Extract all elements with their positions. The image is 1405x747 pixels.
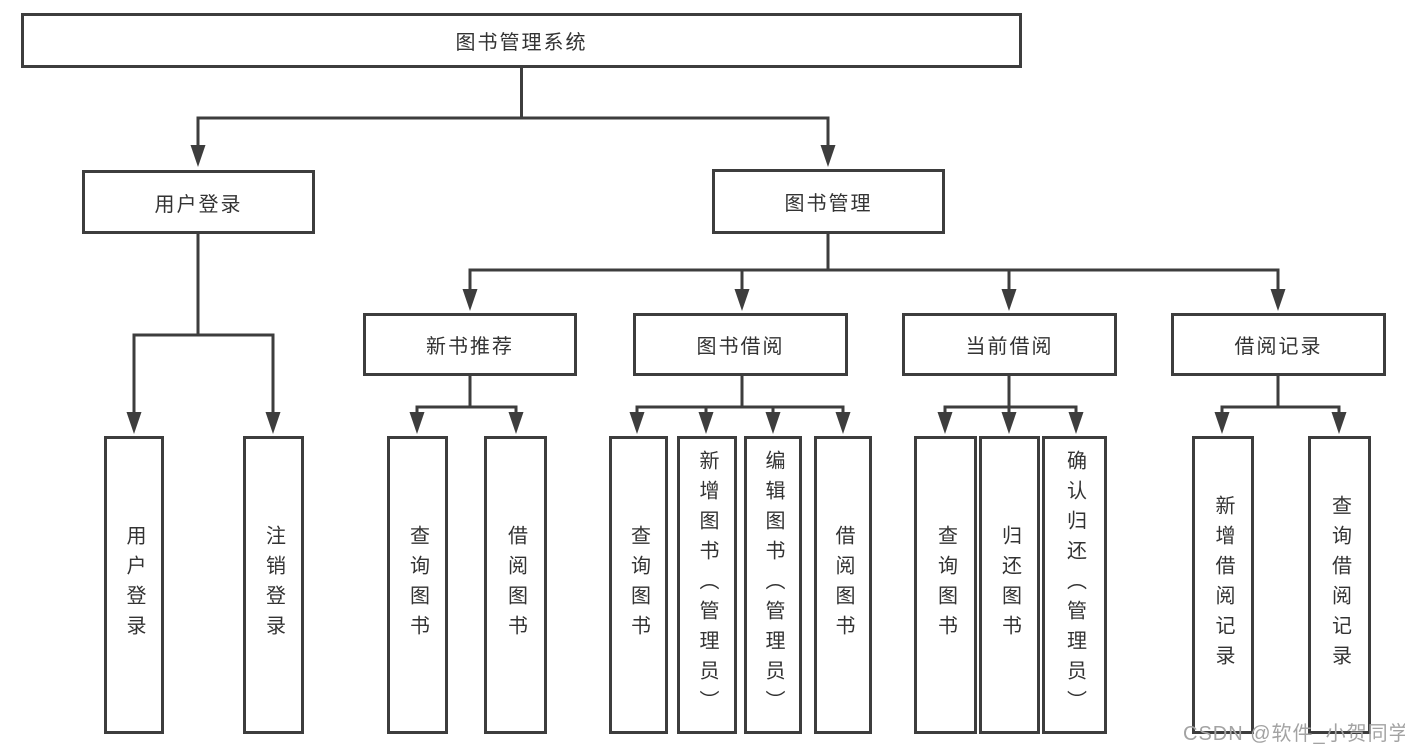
leaf-logout-label: 注销登录 bbox=[262, 525, 285, 645]
connector-new-books-to-leaves bbox=[409, 376, 524, 434]
leaf-add-books-admin-label: 新增图书（管理员） bbox=[696, 450, 718, 720]
connector-borrow-records-to-leaves bbox=[1214, 376, 1347, 434]
csdn-watermark: CSDN @软件_小贺同学 bbox=[1183, 723, 1405, 745]
leaf-query-books-2-label: 查询图书 bbox=[627, 525, 650, 645]
leaf-logout: 注销登录 bbox=[243, 436, 304, 734]
leaf-user-login-label: 用户登录 bbox=[123, 525, 145, 645]
leaf-edit-books-admin-label: 编辑图书（管理员） bbox=[762, 450, 784, 720]
node-new-book-recommend: 新书推荐 bbox=[363, 313, 577, 376]
connector-user-login-to-leaves bbox=[126, 234, 281, 434]
leaf-add-books-admin: 新增图书（管理员） bbox=[677, 436, 737, 734]
leaf-confirm-return-admin-label: 确认归还（管理员） bbox=[1063, 450, 1086, 720]
leaf-query-books-3-label: 查询图书 bbox=[934, 525, 957, 645]
leaf-edit-books-admin: 编辑图书（管理员） bbox=[744, 436, 802, 734]
leaf-return-books-label: 归还图书 bbox=[998, 525, 1021, 645]
connector-book-borrow-to-leaves bbox=[629, 376, 851, 434]
node-root-system: 图书管理系统 bbox=[21, 13, 1022, 68]
leaf-add-borrow-record: 新增借阅记录 bbox=[1192, 436, 1254, 734]
node-borrowing-records: 借阅记录 bbox=[1171, 313, 1386, 376]
leaf-add-borrow-record-label: 新增借阅记录 bbox=[1212, 495, 1234, 675]
node-book-borrowing: 图书借阅 bbox=[633, 313, 848, 376]
leaf-borrow-books-1: 借阅图书 bbox=[484, 436, 547, 734]
node-book-management-branch: 图书管理 bbox=[712, 169, 945, 234]
leaf-query-borrow-record: 查询借阅记录 bbox=[1308, 436, 1371, 734]
leaf-borrow-books-1-label: 借阅图书 bbox=[504, 525, 527, 645]
node-user-login-branch: 用户登录 bbox=[82, 170, 315, 234]
leaf-query-books-2: 查询图书 bbox=[609, 436, 668, 734]
connector-current-borrow-to-leaves bbox=[937, 376, 1084, 434]
leaf-query-books-3: 查询图书 bbox=[914, 436, 977, 734]
leaf-borrow-books-2: 借阅图书 bbox=[814, 436, 872, 734]
leaf-user-login: 用户登录 bbox=[104, 436, 164, 734]
leaf-borrow-books-2-label: 借阅图书 bbox=[832, 525, 854, 645]
connector-book-mgmt-to-level3 bbox=[462, 234, 1286, 311]
leaf-query-borrow-record-label: 查询借阅记录 bbox=[1328, 495, 1351, 675]
connector-root-to-level2 bbox=[190, 68, 836, 167]
node-current-borrowing: 当前借阅 bbox=[902, 313, 1117, 376]
leaf-query-books-1: 查询图书 bbox=[387, 436, 448, 734]
leaf-query-books-1-label: 查询图书 bbox=[406, 525, 429, 645]
leaf-return-books: 归还图书 bbox=[979, 436, 1040, 734]
leaf-confirm-return-admin: 确认归还（管理员） bbox=[1042, 436, 1107, 734]
